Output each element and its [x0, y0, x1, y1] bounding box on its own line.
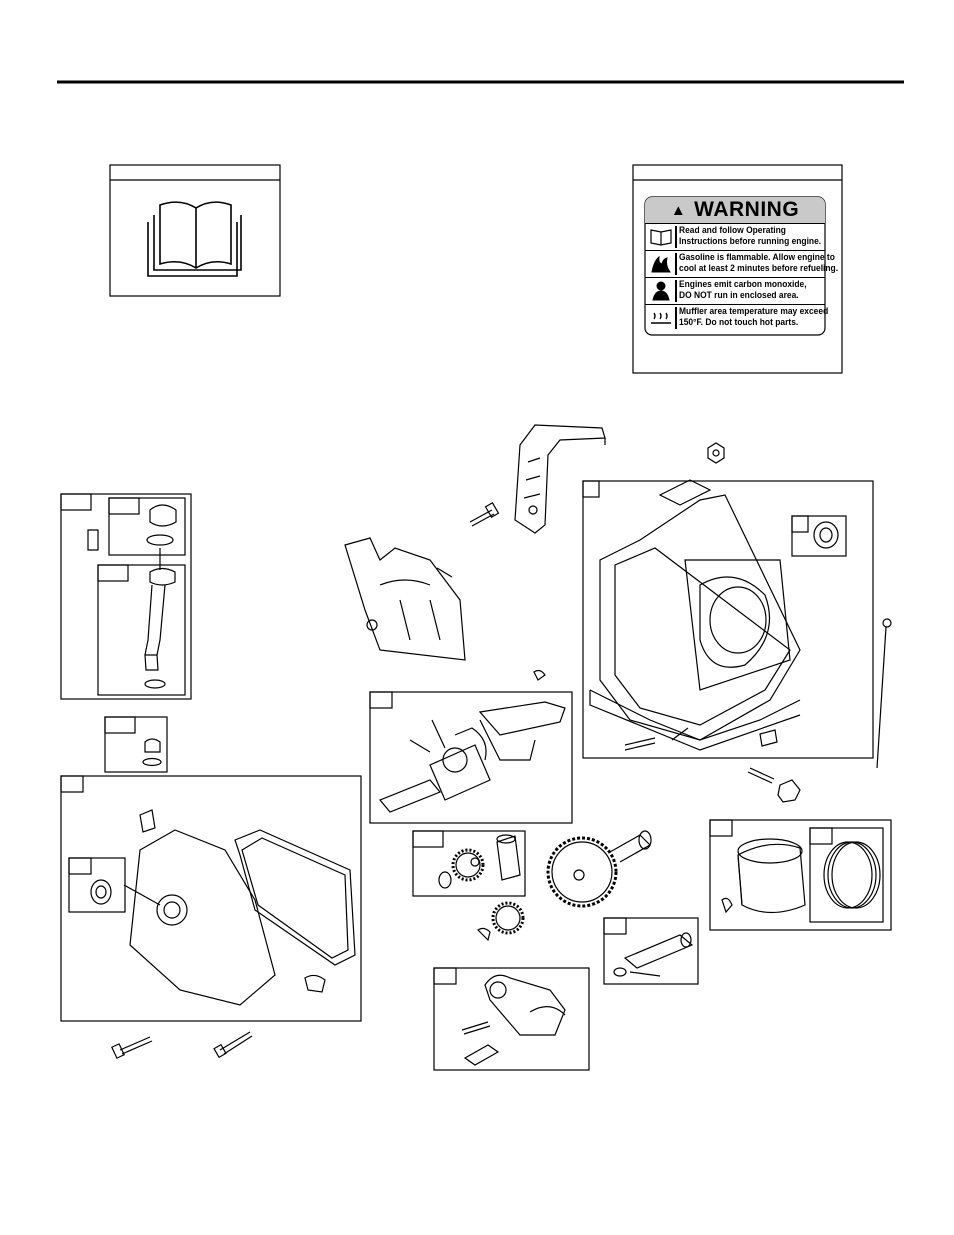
warning-line: Instructions before running engine.: [679, 236, 821, 247]
small-gear: [478, 903, 523, 940]
warning-line: Read and follow Operating: [679, 225, 821, 236]
oil-fill-assembly-box: [61, 494, 191, 699]
bolt: [470, 503, 498, 526]
engine-shroud: [345, 538, 465, 660]
flame-icon: [647, 253, 677, 275]
crankshaft-box: [370, 692, 572, 823]
piston-box: [710, 820, 891, 930]
cover-bolts: [112, 1032, 252, 1058]
warning-line: cool at least 2 minutes before refueling…: [679, 263, 838, 274]
warning-title: ▲ WARNING: [645, 197, 825, 223]
nut: [708, 443, 724, 463]
book-icon: [647, 226, 677, 248]
warning-line: DO NOT run in enclosed area.: [679, 290, 807, 301]
cylinder-block-box: [583, 480, 873, 758]
warning-triangle-icon: ▲: [671, 202, 686, 219]
book-icon: [148, 202, 241, 276]
warning-line: Engines emit carbon monoxide,: [679, 279, 807, 290]
woodruff-key: [534, 671, 545, 680]
governor-gear-box: [413, 831, 525, 896]
oil-level-dipstick: [877, 619, 891, 768]
fitting: [748, 730, 800, 802]
warning-line: 150°F. Do not touch hot parts.: [679, 317, 828, 328]
oil-drain-plug-box: [105, 717, 167, 772]
blower-housing-bracket: [515, 425, 605, 533]
warning-line: Gasoline is flammable. Allow engine to: [679, 252, 838, 263]
warning-title-text: WARNING: [694, 198, 799, 221]
warning-line: Muffler area temperature may exceed: [679, 306, 828, 317]
piston-pin-box: [604, 918, 698, 984]
operator-manual-box: [110, 165, 280, 296]
person-icon: [647, 280, 677, 302]
camshaft-gear: [548, 831, 651, 906]
connecting-rod-box: [434, 968, 589, 1070]
crankcase-cover-box: [61, 776, 361, 1021]
hot-surface-icon: [647, 307, 677, 329]
warning-row-co: Engines emit carbon monoxide,DO NOT run …: [645, 277, 825, 304]
